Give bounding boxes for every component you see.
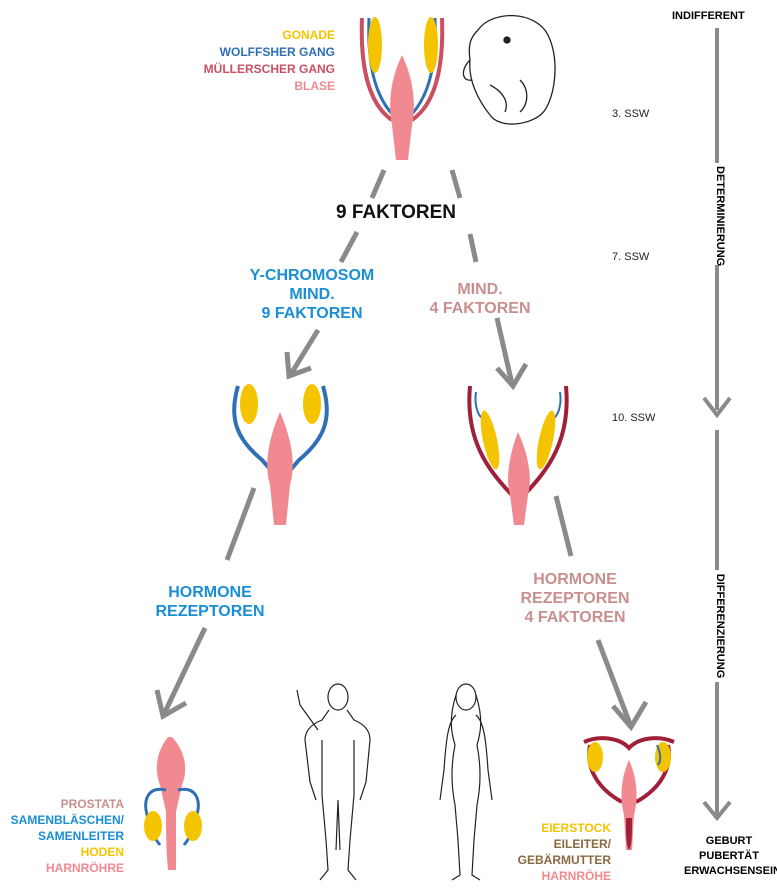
- female-branch-line-1: MIND.: [400, 280, 560, 299]
- female-legend: EIERSTOCK EILEITER/ GEBÄRMUTTER HARNRÖHE: [518, 820, 611, 884]
- male-legend: PROSTATA SAMENBLÄSCHEN/ SAMENLEITER HODE…: [11, 796, 124, 876]
- female-legend-eileiter: EILEITER/: [518, 836, 611, 852]
- legend-mueller: MÜLLERSCHER GANG: [204, 61, 335, 78]
- male-hormone-line-2: REZEPTOREN: [140, 602, 280, 621]
- male-legend-harnroehre: HARNRÖHRE: [11, 860, 124, 876]
- timeline-differenzierung: DIFFERENZIERUNG: [714, 570, 726, 682]
- legend-wolff: WOLFFSHER GANG: [204, 44, 335, 61]
- male-branch-label: Y-CHROMOSOM MIND. 9 FAKTOREN: [222, 266, 402, 323]
- legend-top: GONADE WOLFFSHER GANG MÜLLERSCHER GANG B…: [204, 27, 335, 95]
- timeline-ssw7: 7. SSW: [612, 251, 649, 263]
- timeline-erwachsensein: ERWACHSENSEIN: [684, 864, 774, 879]
- center-label: 9 FAKTOREN: [336, 202, 456, 224]
- male-legend-samenleiter: SAMENLEITER: [11, 828, 124, 844]
- legend-gonade: GONADE: [204, 27, 335, 44]
- female-branch-label: MIND. 4 FAKTOREN: [400, 280, 560, 318]
- embryo-drawing: [463, 16, 555, 124]
- timeline-determinierung: DETERMINIERUNG: [714, 163, 726, 265]
- timeline-ssw3: 3. SSW: [612, 108, 649, 120]
- timeline-line: [704, 28, 730, 818]
- female-intermediate-schematic: [469, 386, 566, 525]
- female-hormone-line-3: 4 FAKTOREN: [505, 608, 645, 627]
- male-legend-hoden: HODEN: [11, 844, 124, 860]
- female-hormone-line-1: HORMONE: [505, 570, 645, 589]
- male-hormone-label: HORMONE REZEPTOREN: [140, 583, 280, 621]
- female-legend-gebaermutter: GEBÄRMUTTER: [518, 852, 611, 868]
- male-legend-prostata: PROSTATA: [11, 796, 124, 812]
- male-legend-samenblaeschen: SAMENBLÄSCHEN/: [11, 812, 124, 828]
- male-branch-line-3: 9 FAKTOREN: [222, 304, 402, 323]
- male-branch-line-2: MIND.: [222, 285, 402, 304]
- male-hormone-line-1: HORMONE: [140, 583, 280, 602]
- male-figure: [297, 684, 370, 880]
- timeline-pubertaet: PUBERTÄT: [684, 849, 774, 864]
- timeline-ssw10: 10. SSW: [612, 412, 655, 424]
- male-branch-line-1: Y-CHROMOSOM: [222, 266, 402, 285]
- legend-blase: BLASE: [204, 78, 335, 95]
- timeline-final: GEBURT PUBERTÄT ERWACHSENSEIN: [684, 834, 774, 879]
- timeline-indifferent: INDIFFERENT: [672, 10, 745, 22]
- female-branch-line-2: 4 FAKTOREN: [400, 299, 560, 318]
- female-hormone-line-2: REZEPTOREN: [505, 589, 645, 608]
- male-final-schematic: [144, 737, 202, 870]
- female-legend-eierstock: EIERSTOCK: [518, 820, 611, 836]
- female-figure: [440, 684, 492, 880]
- female-hormone-label: HORMONE REZEPTOREN 4 FAKTOREN: [505, 570, 645, 627]
- female-legend-harnroehre: HARNRÖHE: [518, 868, 611, 884]
- indifferent-schematic: [362, 17, 443, 160]
- timeline-geburt: GEBURT: [684, 834, 774, 849]
